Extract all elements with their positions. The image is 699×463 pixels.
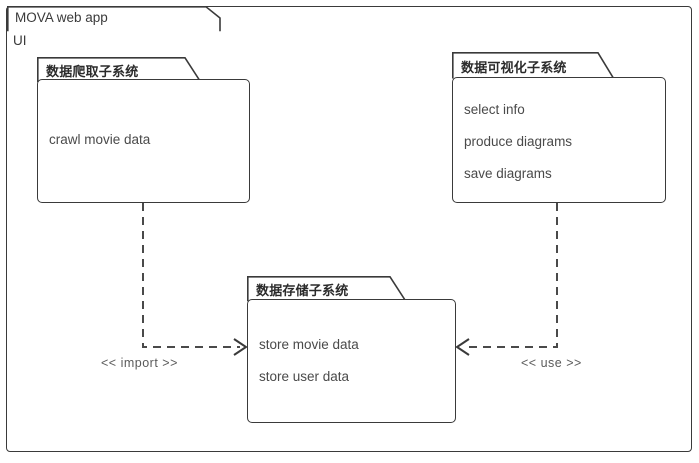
package-visualization-item-1: produce diagrams — [464, 134, 573, 149]
package-visualization-item-0: select info — [464, 102, 525, 117]
package-storage-item-0: store movie data — [259, 337, 359, 352]
package-visualization-title: 数据可视化子系统 — [461, 60, 567, 75]
package-visualization-body — [452, 77, 666, 203]
connector-use-label: << use >> — [521, 356, 582, 370]
package-crawler-title: 数据爬取子系统 — [46, 64, 139, 79]
outer-frame-tab-label: MOVA web app — [15, 10, 108, 25]
package-crawler-item-0: crawl movie data — [49, 132, 151, 147]
outer-frame-tab-shape — [7, 6, 221, 32]
package-storage-item-1: store user data — [259, 369, 350, 384]
package-storage-title: 数据存储子系统 — [256, 283, 349, 298]
outer-frame-body — [6, 6, 692, 452]
package-visualization[interactable]: 数据可视化子系统 select info produce diagrams sa… — [452, 52, 666, 204]
package-storage-body — [247, 299, 456, 423]
package-crawler-body — [37, 79, 250, 203]
outer-frame-inner-label: UI — [13, 33, 27, 48]
connector-import-label: << import >> — [101, 356, 178, 370]
package-storage[interactable]: 数据存储子系统 store movie data store user data — [247, 276, 456, 423]
package-visualization-item-2: save diagrams — [464, 166, 552, 181]
package-crawler[interactable]: 数据爬取子系统 crawl movie data — [37, 57, 250, 203]
